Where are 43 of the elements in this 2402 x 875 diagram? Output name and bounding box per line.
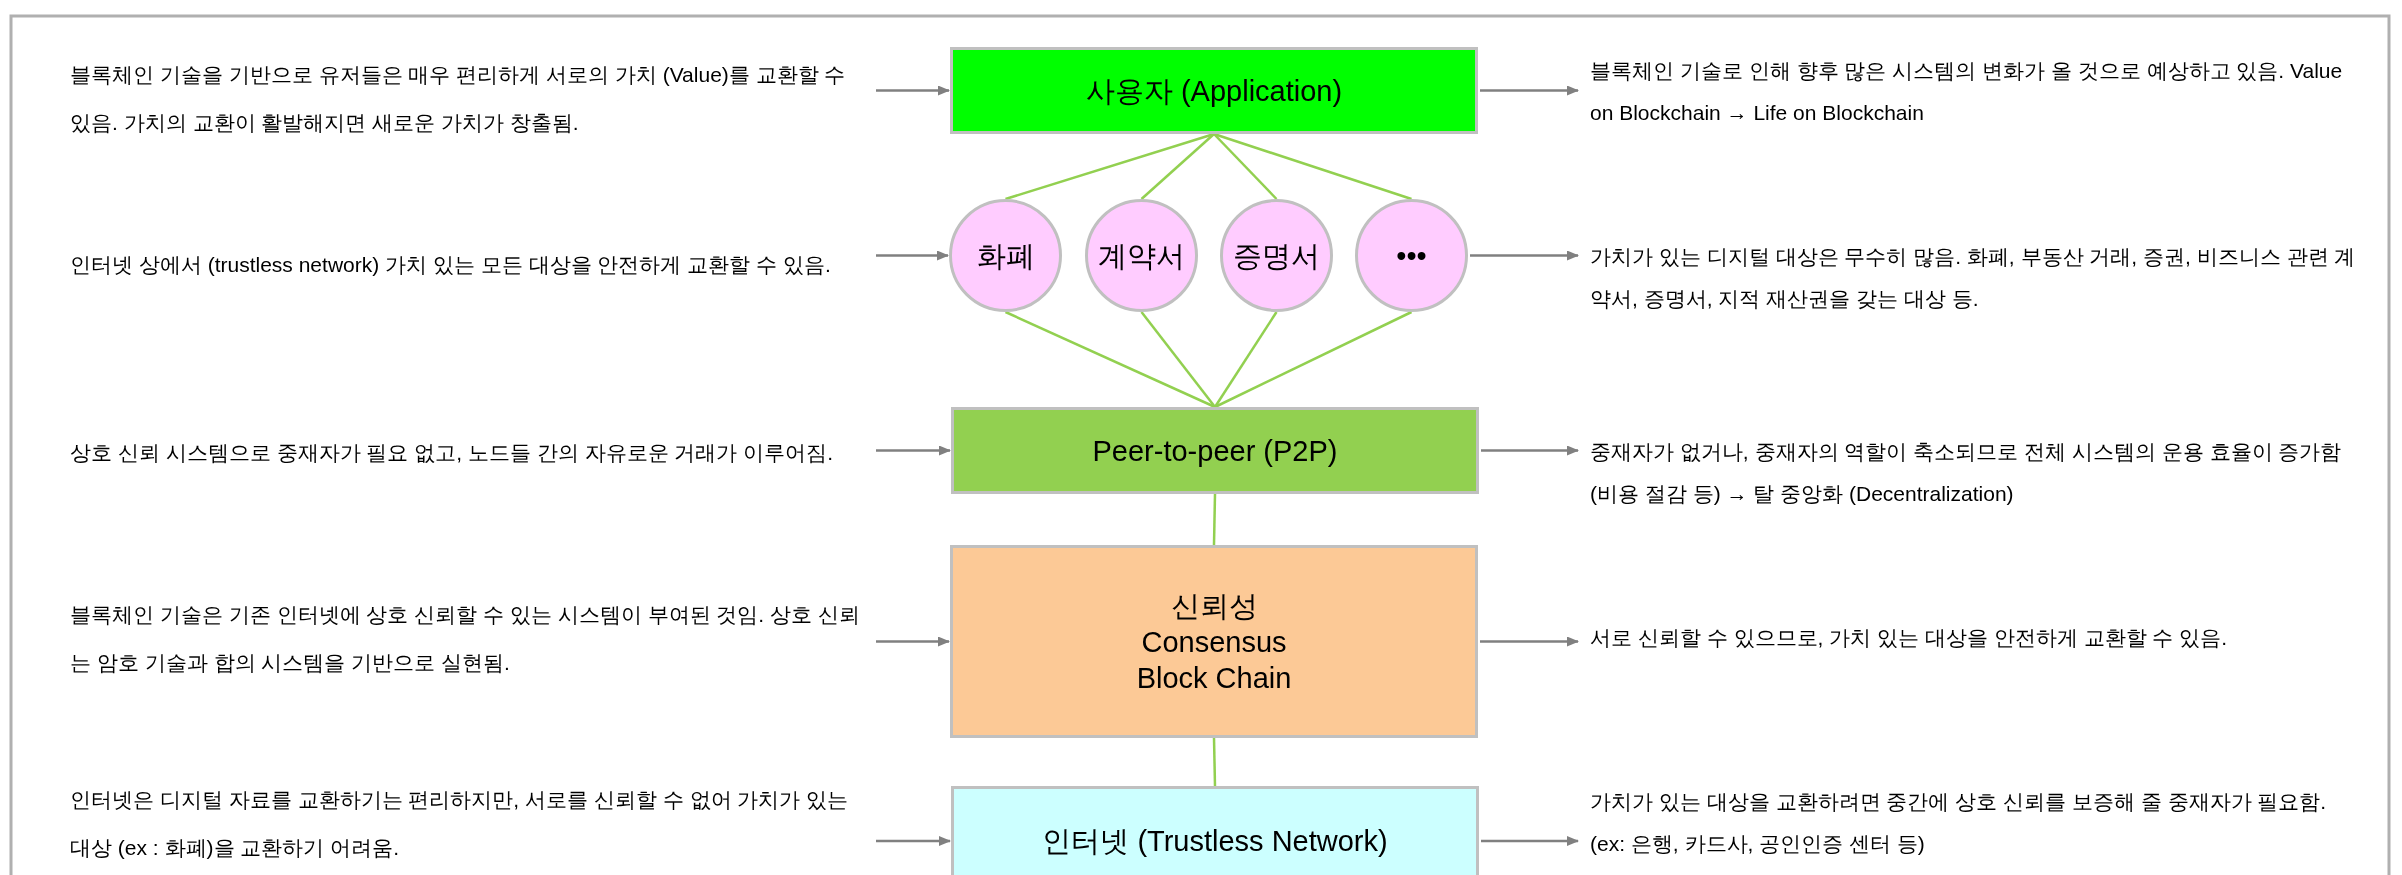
connector-line: [1212, 493, 1217, 546]
layer-label: •••: [1396, 238, 1427, 274]
description-text: 블록체인 기술은 기존 인터넷에 상호 신뢰할 수 있는 시스템이 부여된 것임. 상호 신뢰는 암호 기술과 합의 시스템을 기반으로 실현됨.: [70, 591, 870, 687]
layer-label: 인터넷 (Trustless Network): [1042, 824, 1388, 859]
description-text: 상호 신뢰 시스템으로 중재자가 필요 없고, 노드들 간의 자유로운 거래가 이루어짐.: [70, 429, 870, 477]
arrow: [1470, 250, 1579, 261]
layer-label: 화폐: [976, 238, 1035, 274]
connector-line: [1213, 132, 1412, 201]
connector-line: [1213, 133, 1278, 200]
arrow: [1481, 445, 1579, 456]
layer-box: [950, 47, 1478, 134]
description-text: 블록체인 기술로 인해 향후 많은 시스템의 변화가 올 것으로 예상하고 있음. Value on Blockchain → Life on Blockchain: [1590, 50, 2360, 134]
description-text: 인터넷 상에서 (trustless network) 가치 있는 모든 대상을 안전하게 교환할 수 있음.: [70, 241, 870, 289]
layer-box: [951, 786, 1479, 875]
description-text: 서로 신뢰할 수 있으므로, 가치 있는 대상을 안전하게 교환할 수 있음.: [1590, 617, 2360, 659]
arrow: [876, 445, 951, 456]
connector-line: [1214, 310, 1413, 409]
layer-label: 사용자 (Application): [1085, 73, 1343, 109]
layer-label: 신뢰성: [1170, 588, 1258, 624]
arrow: [1480, 85, 1579, 96]
connector-line: [1212, 737, 1217, 787]
arrow: [876, 85, 950, 96]
layer-label: Peer-to-peer (P2P): [1092, 433, 1338, 469]
connector-line: [1140, 311, 1216, 408]
connector-line: [1140, 133, 1215, 200]
layer-box: [951, 407, 1479, 494]
description-text: 가치가 있는 디지털 대상은 무수히 많음. 화폐, 부동산 거래, 증권, 비즈니스 관련 계약서, 증명서, 지적 재산권을 갖는 대상 등.: [1590, 236, 2360, 320]
description-text: 블록체인 기술을 기반으로 유저들은 매우 편리하게 서로의 가치 (Value)를 교환할 수 있음. 가치의 교환이 활발해지면 새로운 가치가 창출됨.: [70, 51, 870, 147]
description-text: 가치가 있는 대상을 교환하려면 중간에 상호 신뢰를 보증해 줄 중재자가 필요함. (ex: 은행, 카드사, 공인인증 센터 등): [1590, 781, 2360, 865]
description-text: 중재자가 없거나, 중재자의 역할이 축소되므로 전체 시스템의 운용 효율이 증가함 (비용 절감 등) → 탈 중앙화 (Decentralization): [1590, 431, 2360, 515]
arrow: [876, 636, 950, 647]
layer-box: [950, 545, 1478, 738]
arrow: [1480, 636, 1579, 647]
description-text: 인터넷은 디지털 자료를 교환하기는 편리하지만, 서로를 신뢰할 수 없어 가치가 있는 대상 (ex : 화폐)을 교환하기 어려움.: [70, 776, 870, 872]
layer-label: 증명서: [1233, 238, 1320, 274]
connector-line: [1005, 310, 1216, 409]
arrow: [876, 250, 949, 261]
layer-label: Block Chain: [1136, 660, 1292, 696]
connector-line: [1213, 311, 1278, 408]
arrow: [876, 836, 951, 846]
layer-label: 계약서: [1098, 238, 1185, 274]
arrow: [1481, 836, 1579, 846]
layer-label: Consensus: [1141, 624, 1287, 660]
